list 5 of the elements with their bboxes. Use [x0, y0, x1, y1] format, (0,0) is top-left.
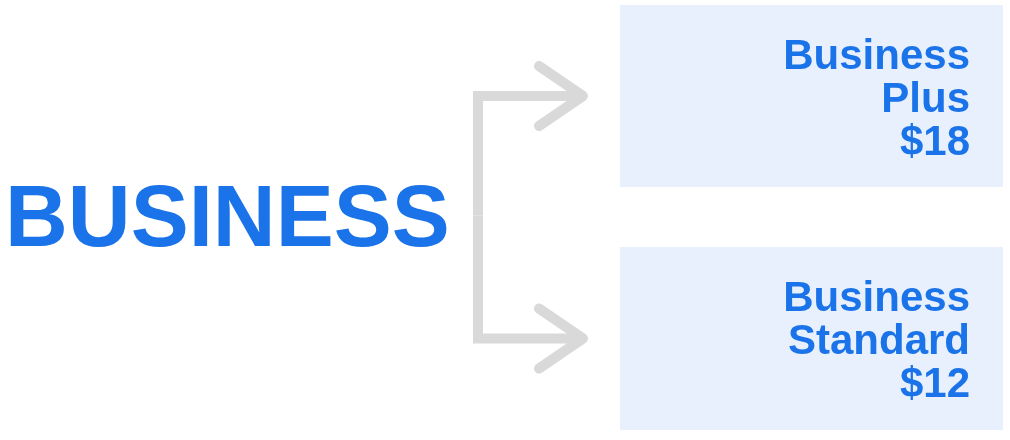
category-label: BUSINESS [5, 172, 450, 259]
plan-name: Business Standard [782, 275, 970, 361]
plan-price: $12 [899, 361, 970, 404]
plan-name: Business Plus [782, 33, 970, 119]
plan-price: $18 [899, 119, 970, 162]
